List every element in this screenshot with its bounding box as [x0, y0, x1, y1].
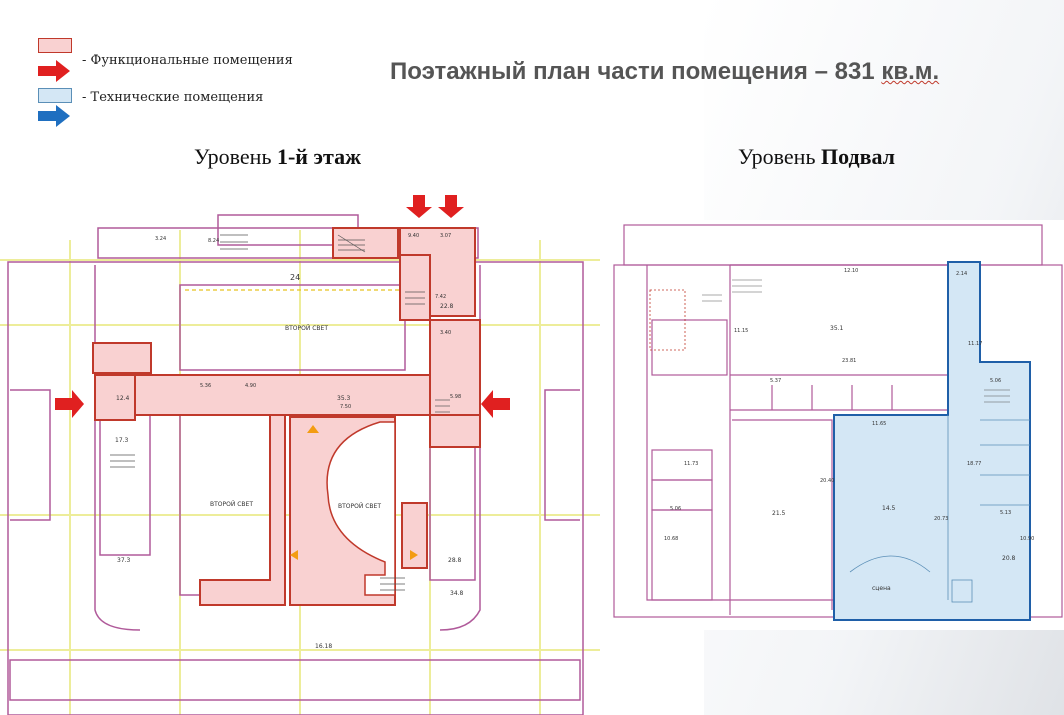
label-dim-j: 3.07 [440, 233, 451, 239]
arrow-red-icon [481, 390, 510, 418]
legend-technical-label: - Технические помещения [82, 90, 264, 105]
level-label-basement: Уровень Подвал [738, 144, 895, 170]
functional-corridor [94, 374, 481, 416]
arrow-red-icon [38, 60, 70, 82]
marker-right [410, 550, 418, 560]
page-title: Поэтажный план части помещения – 831 кв.… [390, 58, 939, 86]
walls [7, 214, 584, 715]
label-dim-f: 3.40 [440, 330, 451, 336]
label-dim-i: 9.40 [408, 233, 419, 239]
stage-cutout [326, 421, 396, 596]
label-second-light-top: ВТОРОЙ СВЕТ [285, 325, 328, 332]
stairs [110, 234, 450, 591]
level-label-first-floor: Уровень 1-й этаж [194, 144, 361, 170]
label-area-a: 35.1 [830, 325, 844, 332]
label-dim-2073: 20.73 [934, 516, 948, 522]
label-dim-506b: 5.06 [670, 506, 681, 512]
label-dim-b: 4.90 [245, 383, 256, 389]
label-dim-1165: 11.65 [872, 421, 886, 427]
entrance-arrows [55, 195, 510, 418]
basement-stairs [702, 279, 1010, 403]
label-area-k: 35.3 [337, 395, 351, 402]
label-area-m: 37.3 [117, 557, 131, 564]
basement-plan: сцена 12.10 23.81 11.65 18.77 20.73 10.9… [612, 220, 1064, 630]
label-dim-2040: 20.40 [820, 478, 834, 484]
label-dim-a: 5.36 [200, 383, 211, 389]
technical-internal [849, 415, 1030, 603]
label-dim-1877: 18.77 [967, 461, 981, 467]
page-title-main: Поэтажный план части помещения – 831 [390, 58, 882, 85]
arrow-blue-icon [38, 105, 70, 127]
label-dim-506: 5.06 [990, 378, 1001, 384]
label-24: 24 [290, 273, 300, 282]
marker-left [290, 550, 298, 560]
label-dim-e: 7.42 [435, 294, 446, 300]
functional-swatch [38, 38, 72, 53]
level-first-floor-name: 1-й этаж [276, 144, 362, 169]
label-area-n: 34.8 [450, 590, 464, 597]
functional-stair-top [332, 227, 399, 259]
technical-area [833, 261, 1031, 621]
label-dim-c: 7.50 [340, 404, 351, 410]
label-second-light-center: ВТОРОЙ СВЕТ [338, 503, 381, 510]
functional-room-left [92, 342, 152, 374]
basement-functional-zone [649, 289, 686, 351]
level-prefix: Уровень [738, 144, 821, 169]
label-area-o: 22.8 [440, 303, 454, 310]
label-dim-1210: 12.10 [844, 268, 858, 274]
legend-functional-label: - Функциональные помещения [82, 53, 293, 68]
label-dim-1068: 10.68 [664, 536, 678, 542]
functional-room-a2 [94, 374, 136, 421]
legend-technical-swatch-row [38, 88, 72, 103]
label-area-c: 21.5 [772, 510, 786, 517]
label-area-b: 14.5 [882, 505, 896, 512]
label-area-l: 28.8 [448, 557, 462, 564]
functional-l-room [199, 414, 286, 606]
technical-swatch [38, 88, 72, 103]
arrow-red-icon [438, 195, 464, 218]
functional-shaft [399, 254, 431, 321]
label-dim-1090: 10.90 [1020, 536, 1034, 542]
label-area-d: 20.8 [1002, 555, 1016, 562]
functional-room-1 [429, 414, 481, 448]
legend-functional-swatch-row [38, 38, 72, 53]
label-second-light-left: ВТОРОЙ СВЕТ [210, 501, 253, 508]
arrow-red-icon [55, 390, 84, 418]
label-dim-1115: 11.15 [734, 328, 748, 334]
label-area-p: 17.3 [115, 437, 129, 444]
level-basement-name: Подвал [820, 144, 896, 169]
label-dim-1117: 11.17 [968, 341, 982, 347]
first-floor-svg: 24 ВТОРОЙ СВЕТ ВТОРОЙ СВЕТ ВТОРОЙ СВЕТ 1… [0, 195, 600, 715]
label-area-q: 12.4 [116, 395, 130, 402]
label-dim-d: 5.98 [450, 394, 461, 400]
label-dim-bottom: 16.18 [315, 643, 332, 650]
label-stage: сцена [872, 585, 891, 592]
functional-room-right [429, 319, 481, 421]
label-dim-g: 3.24 [155, 236, 166, 242]
label-dim-214: 2.14 [956, 271, 967, 277]
label-dim-537: 5.37 [770, 378, 781, 384]
functional-room-small [401, 502, 428, 569]
first-floor-plan: 24 ВТОРОЙ СВЕТ ВТОРОЙ СВЕТ ВТОРОЙ СВЕТ 1… [0, 190, 600, 715]
basement-svg: сцена 12.10 23.81 11.65 18.77 20.73 10.9… [612, 220, 1064, 630]
label-dim-h: 8.24 [208, 238, 219, 244]
label-dim-2381: 23.81 [842, 358, 856, 364]
label-dim-1173: 11.73 [684, 461, 698, 467]
page-title-unit: кв.м. [881, 58, 940, 85]
label-dim-513: 5.13 [1000, 510, 1011, 516]
arrow-red-icon [406, 195, 432, 218]
orange-markers [290, 425, 418, 560]
marker-up [307, 425, 319, 433]
level-prefix: Уровень [194, 144, 277, 169]
